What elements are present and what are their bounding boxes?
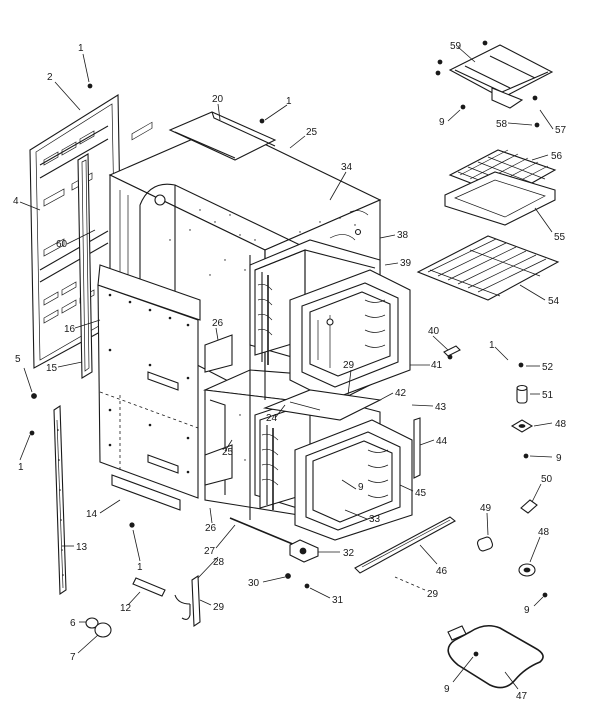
callout-41: 41 (431, 360, 443, 371)
element-47 (447, 624, 544, 689)
callout-29: 29 (427, 589, 439, 600)
callout-6: 6 (70, 618, 76, 629)
callout-58: 58 (496, 119, 508, 130)
callout-20: 20 (212, 94, 224, 105)
callout-4: 4 (13, 196, 19, 207)
rack-holder-59 (435, 40, 554, 128)
upper-oven-liner (249, 239, 411, 401)
callout-31: 31 (332, 595, 344, 606)
leader-lines (19, 46, 554, 690)
callout-13: 13 (76, 542, 88, 553)
callout-44: 44 (436, 436, 448, 447)
side-rail-44 (413, 417, 421, 479)
callout-1: 1 (18, 462, 24, 473)
callout-59: 59 (450, 41, 462, 52)
callout-29: 29 (213, 602, 225, 613)
callout-38: 38 (397, 230, 409, 241)
callout-50: 50 (541, 474, 553, 485)
callout-42: 42 (395, 388, 407, 399)
callout-48: 48 (555, 419, 567, 430)
part-50 (520, 499, 538, 514)
callout-9: 9 (444, 684, 450, 695)
callout-9: 9 (524, 605, 530, 616)
callout-24: 24 (266, 413, 278, 424)
callout-28: 28 (213, 557, 225, 568)
callout-39: 39 (400, 258, 412, 269)
callout-16: 16 (64, 324, 76, 335)
bezel-48a (510, 419, 534, 433)
part-12 (132, 577, 166, 597)
bezel-48b (518, 563, 536, 577)
callout-40: 40 (428, 326, 440, 337)
bottom-rail-46 (354, 516, 456, 574)
callout-26: 26 (212, 318, 224, 329)
callout-14: 14 (86, 509, 98, 520)
callout-15: 15 (46, 363, 58, 374)
callout-25: 25 (306, 127, 318, 138)
callout-9: 9 (556, 453, 562, 464)
callout-1: 1 (286, 96, 292, 107)
callout-27: 27 (204, 546, 216, 557)
callout-26: 26 (205, 523, 217, 534)
callout-30: 30 (248, 578, 260, 589)
callout-12: 12 (120, 603, 132, 614)
callout-48: 48 (538, 527, 550, 538)
callout-29: 29 (343, 360, 355, 371)
callout-9: 9 (439, 117, 445, 128)
callout-43: 43 (435, 402, 447, 413)
callout-45: 45 (415, 488, 427, 499)
part-49 (476, 536, 494, 552)
callout-56: 56 (551, 151, 563, 162)
callout-labels: 1 2 20 1 25 34 38 39 4 60 16 15 26 5 1 4… (13, 41, 567, 702)
callout-52: 52 (542, 362, 554, 373)
callout-32: 32 (343, 548, 355, 559)
callout-7: 7 (70, 652, 76, 663)
broil-pan-55 (444, 171, 556, 226)
insulation-frame (77, 153, 93, 379)
callout-54: 54 (548, 296, 560, 307)
callout-34: 34 (341, 162, 353, 173)
knob-51 (516, 384, 528, 404)
callout-1: 1 (137, 562, 143, 573)
callout-2: 2 (47, 72, 53, 83)
callout-47: 47 (516, 691, 528, 702)
callout-46: 46 (436, 566, 448, 577)
callout-25: 25 (222, 447, 234, 458)
callout-57: 57 (555, 125, 567, 136)
front-side-panel (97, 264, 201, 511)
callout-60: 60 (56, 239, 68, 250)
lower-oven-liner (254, 389, 413, 541)
callout-1: 1 (489, 340, 495, 351)
vertical-strip (53, 404, 67, 596)
callout-51: 51 (542, 390, 554, 401)
lamp-parts (85, 617, 112, 638)
callout-55: 55 (554, 232, 566, 243)
bracket-assembly (229, 517, 319, 563)
callout-5: 5 (15, 354, 21, 365)
callout-33: 33 (369, 514, 381, 525)
hinge-28 (174, 575, 201, 627)
callout-9: 9 (358, 482, 364, 493)
callout-49: 49 (480, 503, 492, 514)
oven-rack-54 (416, 235, 560, 301)
part-40 (443, 345, 461, 357)
callout-1: 1 (78, 43, 84, 54)
